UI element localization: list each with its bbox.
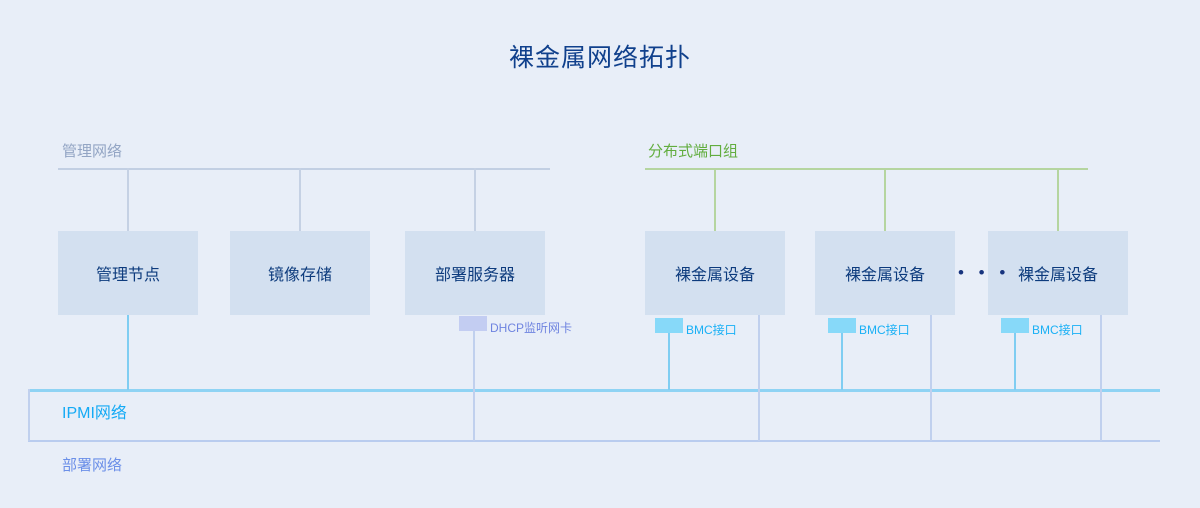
- connector-bmc-1-to-ipmi-bus: [668, 333, 670, 390]
- node-management-node[interactable]: 管理节点: [58, 231, 198, 315]
- connector-dhcp-nic-to-deployment-bus: [473, 331, 475, 441]
- chip-bmc-2: [828, 318, 856, 333]
- node-label: 裸金属设备: [674, 267, 755, 284]
- ellipsis-more-devices: • • •: [958, 263, 1011, 282]
- node-label: 部署服务器: [434, 267, 515, 284]
- node-bare-metal-1[interactable]: 裸金属设备: [645, 231, 785, 315]
- connector-management-bus-to-management-node: [127, 168, 129, 231]
- connector-bare-metal-3-to-deployment-bus: [1100, 315, 1102, 441]
- node-label: 裸金属设备: [1017, 267, 1098, 284]
- connector-port-group-to-bare-metal-1: [714, 168, 716, 231]
- chip-dhcp-nic: [459, 316, 487, 331]
- connector-left-rail: [28, 389, 30, 441]
- connector-management-bus-to-deployment-server: [474, 168, 476, 231]
- connector-bare-metal-1-to-deployment-bus: [758, 315, 760, 441]
- connector-port-group-to-bare-metal-2: [884, 168, 886, 231]
- node-bare-metal-2[interactable]: 裸金属设备: [815, 231, 955, 315]
- node-deployment-server[interactable]: 部署服务器: [405, 231, 545, 315]
- management-network-bus: [58, 168, 550, 170]
- chip-bmc-1: [655, 318, 683, 333]
- page-title: 裸金属网络拓扑: [508, 44, 691, 72]
- zone-label-distributed-port-group: 分布式端口组: [648, 143, 739, 160]
- node-label: 裸金属设备: [844, 267, 925, 284]
- distributed-port-group-bus: [645, 168, 1088, 170]
- connector-bmc-3-to-ipmi-bus: [1014, 333, 1016, 390]
- connector-bmc-2-to-ipmi-bus: [841, 333, 843, 390]
- node-label: 镜像存储: [267, 267, 332, 284]
- node-image-storage[interactable]: 镜像存储: [230, 231, 370, 315]
- ipmi-network-bus: [28, 389, 1160, 392]
- chip-label-dhcp-nic: DHCP监听网卡: [490, 321, 573, 335]
- zone-label-management-network: 管理网络: [62, 143, 123, 160]
- zone-label-ipmi-network: IPMI网络: [62, 405, 127, 422]
- node-label: 管理节点: [95, 267, 160, 284]
- chip-bmc-3: [1001, 318, 1029, 333]
- chip-label-bmc-1: BMC接口: [686, 323, 737, 337]
- chip-label-bmc-3: BMC接口: [1032, 323, 1083, 337]
- chip-label-bmc-2: BMC接口: [859, 323, 910, 337]
- zone-label-deployment-network: 部署网络: [62, 457, 123, 474]
- deployment-network-bus: [28, 440, 1160, 442]
- connector-management-node-to-ipmi-bus: [127, 315, 129, 390]
- connector-management-bus-to-image-storage: [299, 168, 301, 231]
- connector-port-group-to-bare-metal-3: [1057, 168, 1059, 231]
- connector-bare-metal-2-to-deployment-bus: [930, 315, 932, 441]
- node-bare-metal-3[interactable]: 裸金属设备: [988, 231, 1128, 315]
